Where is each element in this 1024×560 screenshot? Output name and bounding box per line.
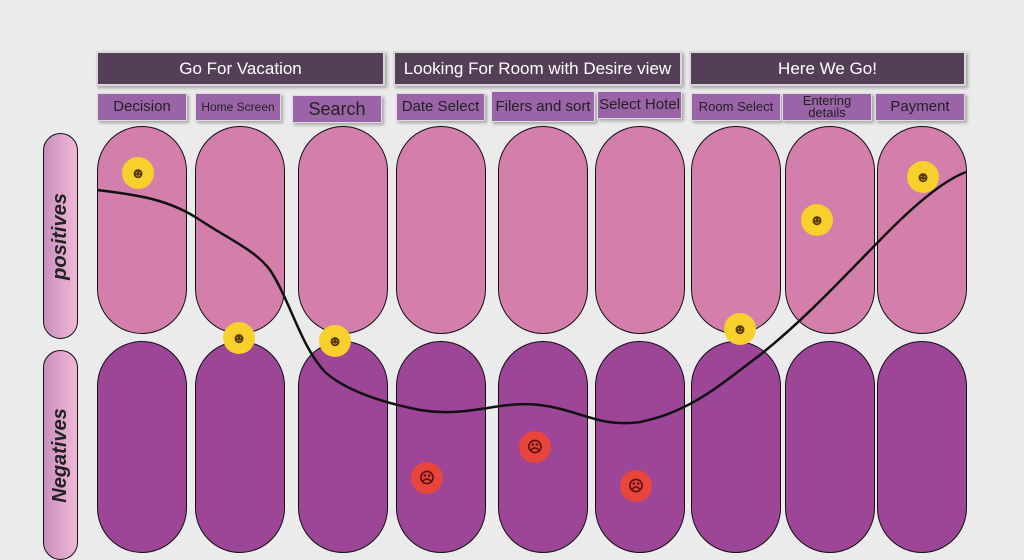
stage-select-hotel: Select Hotel	[597, 91, 682, 119]
happy-face-icon: ☻	[907, 161, 939, 193]
negative-lane-7	[691, 341, 781, 553]
stage-date-select: Date Select	[396, 93, 485, 121]
stage-home-screen: Home Screen	[195, 93, 281, 121]
positive-lane-5	[498, 126, 588, 334]
angry-face-icon: ☹	[620, 470, 652, 502]
stage-decision: Decision	[97, 93, 187, 121]
negative-lane-1	[97, 341, 187, 553]
positive-lane-6	[595, 126, 685, 334]
positive-lane-8	[785, 126, 875, 334]
happy-face-icon: ☻	[319, 325, 351, 357]
positive-lane-7	[691, 126, 781, 334]
positive-lane-9	[877, 126, 967, 334]
negative-lane-2	[195, 341, 285, 553]
negatives-row-label: Negatives	[43, 350, 78, 560]
phase-here-we-go: Here We Go!	[689, 51, 966, 86]
positive-lane-4	[396, 126, 486, 334]
positive-lane-3	[298, 126, 388, 334]
stage-payment: Payment	[875, 93, 965, 121]
negative-lane-8	[785, 341, 875, 553]
stage-search: Search	[292, 95, 382, 123]
angry-face-icon: ☹	[411, 462, 443, 494]
negative-lane-3	[298, 341, 388, 553]
happy-face-icon: ☻	[724, 313, 756, 345]
stage-entering-details: Entering details	[782, 93, 872, 121]
phase-looking-for-room: Looking For Room with Desire view	[393, 51, 682, 86]
stage-room-select: Room Select	[691, 93, 781, 121]
negative-lane-6	[595, 341, 685, 553]
angry-face-icon: ☹	[519, 431, 551, 463]
stage-filters-and-sort: Filers and sort	[491, 91, 595, 122]
happy-face-icon: ☻	[801, 204, 833, 236]
positives-row-label: positives	[43, 133, 78, 339]
happy-face-icon: ☻	[223, 322, 255, 354]
phase-go-for-vacation: Go For Vacation	[96, 51, 385, 86]
happy-face-icon: ☻	[122, 157, 154, 189]
negative-lane-9	[877, 341, 967, 553]
negative-lane-4	[396, 341, 486, 553]
